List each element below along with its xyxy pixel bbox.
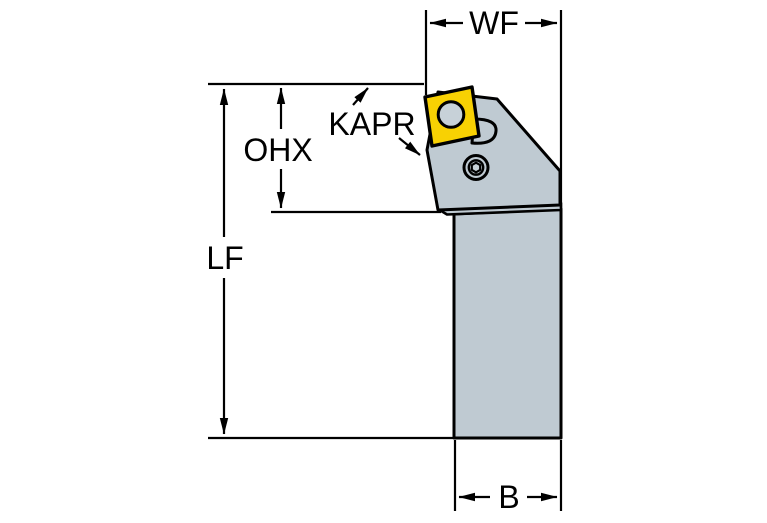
dimension-annotations: WF LF OHX KAPR B bbox=[206, 5, 563, 515]
wf-label: WF bbox=[469, 5, 519, 41]
kapr-arrow-to-cutting-edge bbox=[398, 137, 421, 156]
kapr-label: KAPR bbox=[328, 106, 415, 142]
lf-label: LF bbox=[206, 240, 243, 276]
b-label: B bbox=[498, 479, 519, 515]
insert-hole bbox=[436, 100, 466, 129]
tool-shank bbox=[452, 207, 563, 440]
kapr-arrow-to-reference-line bbox=[352, 87, 369, 106]
clamp-screw-hex-socket bbox=[470, 161, 482, 174]
tool-holder-body bbox=[423, 85, 563, 440]
ohx-label: OHX bbox=[243, 132, 312, 168]
